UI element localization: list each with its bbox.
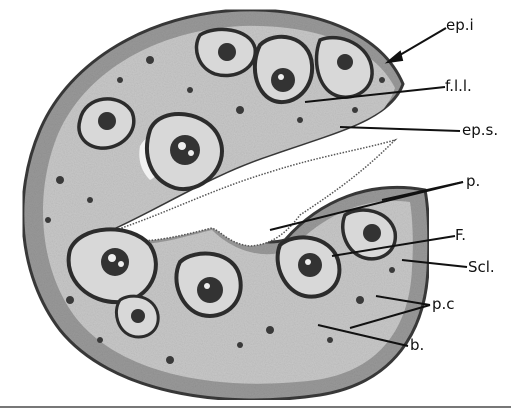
label-b: b. [410, 336, 424, 354]
label-scl: Scl. [468, 258, 495, 276]
label-p-c: p.c [432, 295, 455, 313]
vascular-bundle [255, 37, 312, 102]
label-ep-s: ep.s. [462, 121, 498, 139]
vascular-bundle [147, 114, 222, 189]
vascular-bundle [176, 254, 240, 316]
vascular-bundle [196, 29, 255, 75]
vascular-bundle [79, 99, 134, 148]
vascular-bundle [343, 210, 396, 259]
vascular-bundle [69, 229, 156, 302]
label-p: p. [466, 172, 480, 190]
label-f-l-l: f.l.l. [445, 77, 472, 95]
vascular-bundle [116, 296, 158, 337]
label-F: F. [455, 226, 466, 244]
label-ep-i: ep.i [446, 16, 474, 34]
